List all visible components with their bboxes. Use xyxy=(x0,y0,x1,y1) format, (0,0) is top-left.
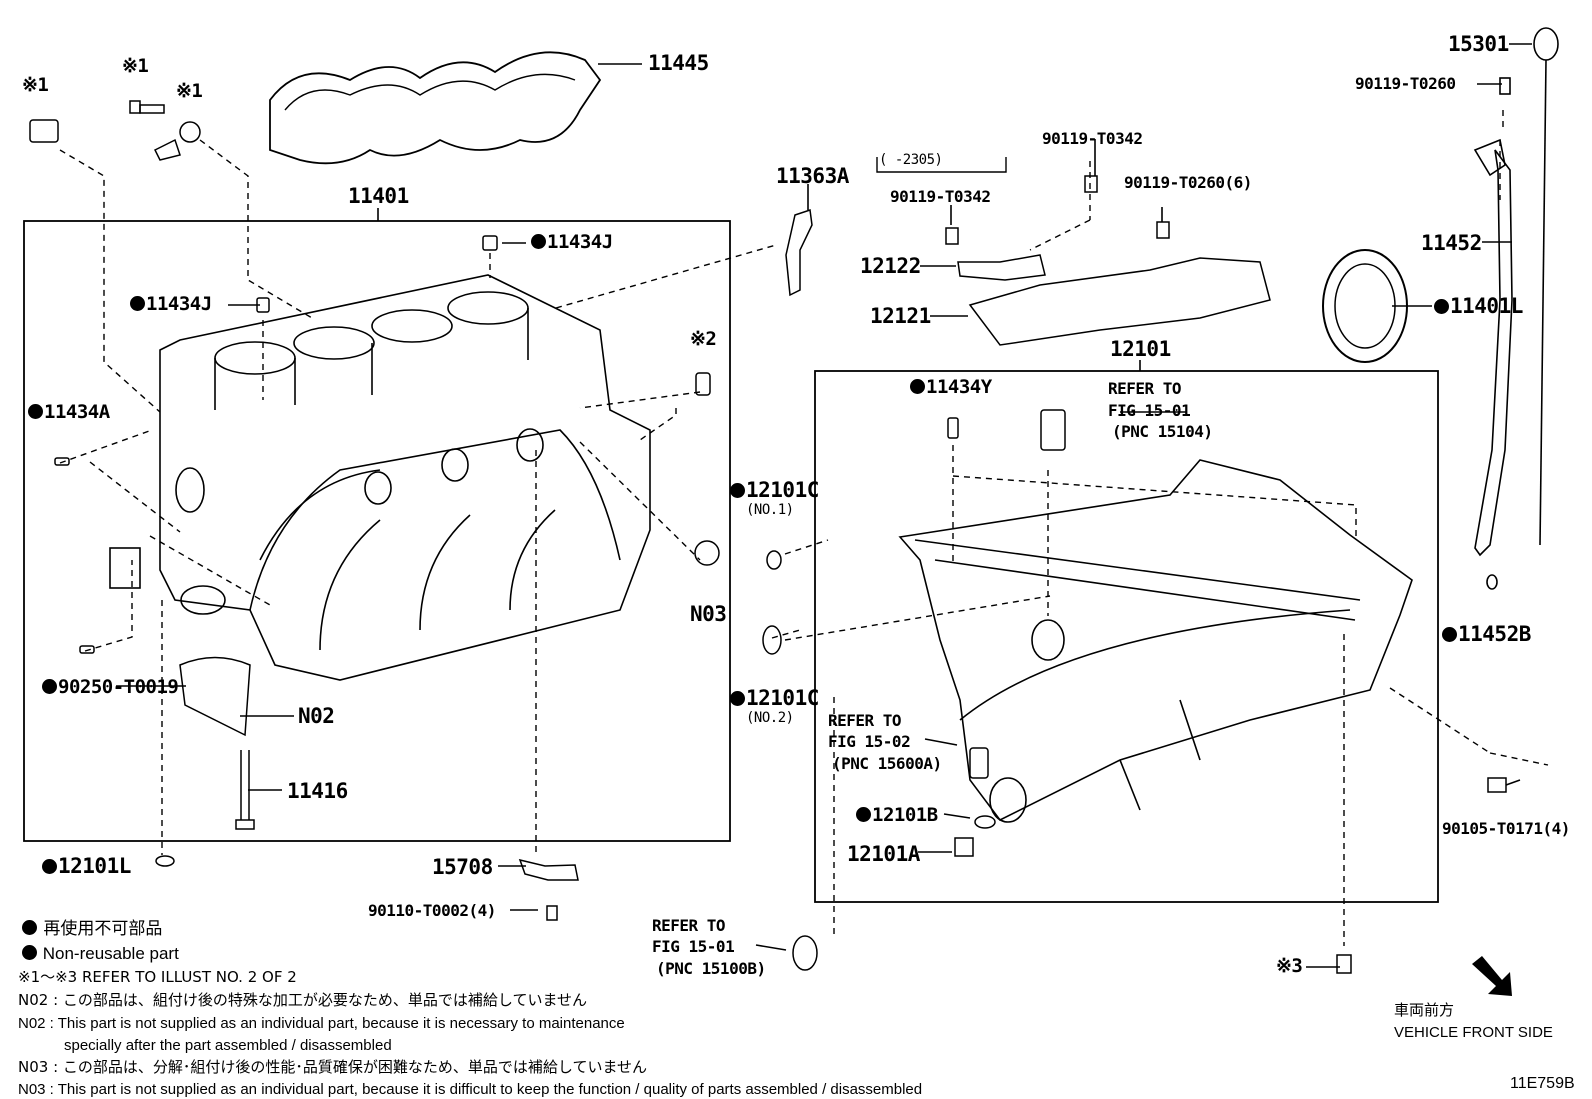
callout-x1-c: ※1 xyxy=(176,80,203,102)
note-n03-jp: N03 : この部品は、分解･組付け後の性能･品質確保が困難なため、単品では補給… xyxy=(18,1058,648,1076)
callout-12101b: 12101B xyxy=(856,806,938,825)
nonreusable-dot-icon xyxy=(130,296,145,311)
nonreusable-dot-icon xyxy=(42,679,57,694)
vehicle-front-arrow-icon xyxy=(1472,956,1512,996)
oil-pan-illustration xyxy=(898,459,1413,823)
ref1-line3: (PNC 15104) xyxy=(1112,422,1213,441)
callout-90105-t0171: 90105-T0171(4) xyxy=(1442,819,1570,838)
callout-x2: ※2 xyxy=(690,328,717,350)
callout-15301: 15301 xyxy=(1448,32,1509,56)
note-n02-en: N02 : This part is not supplied as an in… xyxy=(18,1015,625,1032)
callout-11452b: 11452B xyxy=(1442,624,1531,645)
illustration-code: 11E759B xyxy=(1510,1075,1575,1092)
callout-n03: N03 xyxy=(690,602,727,626)
gasket-11445 xyxy=(269,51,602,165)
nonreusable-dot-icon xyxy=(42,859,57,874)
callout-11401: 11401 xyxy=(348,184,409,208)
nonreusable-dot-icon xyxy=(531,234,546,249)
legend-refer: ※1～※3 REFER TO ILLUST NO. 2 OF 2 xyxy=(18,968,297,986)
callout-no1: (NO.1) xyxy=(746,502,794,518)
oil-jet xyxy=(518,858,579,881)
callout-11434a: 11434A xyxy=(28,403,110,422)
callout-11416: 11416 xyxy=(287,779,348,803)
ref3-line3: (PNC 15100B) xyxy=(656,959,766,978)
callout-12101c-no2: 12101C xyxy=(730,688,819,709)
legend-nonreusable-en: Non-reusable part xyxy=(22,945,179,962)
ref1-line1: REFER TO xyxy=(1108,379,1182,398)
callout-90119-t0342-a: 90119-T0342 xyxy=(890,187,991,206)
ref2-line1: REFER TO xyxy=(828,711,902,730)
nonreusable-dot-icon xyxy=(22,920,37,935)
frame-12101 xyxy=(814,370,1439,903)
callout-12101a: 12101A xyxy=(847,842,920,866)
nonreusable-dot-icon xyxy=(856,807,871,822)
block-small-parts xyxy=(29,100,720,921)
callout-x3: ※3 xyxy=(1276,955,1303,977)
cylinder-block-illustration xyxy=(109,274,651,681)
callout-12122: 12122 xyxy=(860,254,921,278)
note-n02-jp: N02 : この部品は、組付け後の特殊な加工が必要なため、単品では補給していませ… xyxy=(18,991,588,1009)
nonreusable-dot-icon xyxy=(22,945,37,960)
nonreusable-dot-icon xyxy=(910,379,925,394)
oil-pan-parts xyxy=(762,175,1521,974)
legend-nonreusable-jp: 再使用不可部品 xyxy=(22,920,162,938)
nonreusable-dot-icon xyxy=(1442,627,1457,642)
strainer-ref xyxy=(1040,409,1066,451)
callout-12101l: 12101L xyxy=(42,856,131,877)
nonreusable-dot-icon xyxy=(730,691,745,706)
dipstick-ring xyxy=(1533,27,1559,61)
ref2-line3: (PNC 15600A) xyxy=(832,754,942,773)
callout-12101: 12101 xyxy=(1110,337,1171,361)
callout-11401l: 11401L xyxy=(1434,296,1523,317)
ref3-line1: REFER TO xyxy=(652,916,726,935)
baffle-12121 xyxy=(968,257,1271,346)
callout-range: ( -2305) xyxy=(879,152,943,168)
ref1-line2: FIG 15-01 xyxy=(1108,401,1191,420)
callout-90119-t0260-6: 90119-T0260(6) xyxy=(1124,173,1252,192)
nonreusable-dot-icon xyxy=(28,404,43,419)
callout-x1-b: ※1 xyxy=(122,55,149,77)
assembly-dashed-lines xyxy=(59,110,1549,946)
callout-11434j-top: 11434J xyxy=(531,233,613,252)
dipstick-guide xyxy=(1474,149,1513,557)
callout-90250-t0019: 90250-T0019 xyxy=(42,678,179,697)
bracket-11363A xyxy=(785,209,813,297)
callout-11434j-left: 11434J xyxy=(130,295,212,314)
vehicle-front-en: VEHICLE FRONT SIDE xyxy=(1394,1024,1553,1041)
ref2-line2: FIG 15-02 xyxy=(828,732,911,751)
sensor-part xyxy=(29,119,59,143)
callout-12101c-no1: 12101C xyxy=(730,480,819,501)
bearing-cap-N02 xyxy=(179,656,251,737)
callout-90119-t0342-b: 90119-T0342 xyxy=(1042,129,1143,148)
dipstick-illustration xyxy=(1473,27,1559,590)
callout-15708: 15708 xyxy=(432,855,493,879)
frame-11401 xyxy=(23,220,731,842)
callout-11363a: 11363A xyxy=(776,164,849,188)
callout-x1-a: ※1 xyxy=(22,74,49,96)
nonreusable-dot-icon xyxy=(1434,299,1449,314)
leader-lines xyxy=(116,43,1532,968)
callout-90110-t0002: 90110-T0002(4) xyxy=(368,901,496,920)
ref3-line2: FIG 15-01 xyxy=(652,937,735,956)
callout-11452: 11452 xyxy=(1421,231,1482,255)
callout-90119-t0260: 90119-T0260 xyxy=(1355,74,1456,93)
vehicle-front-jp: 車両前方 xyxy=(1394,1001,1455,1019)
callout-11445: 11445 xyxy=(648,51,709,75)
callout-no2: (NO.2) xyxy=(746,710,794,726)
callout-11434y: 11434Y xyxy=(910,378,992,397)
note-n03-en: N03 : This part is not supplied as an in… xyxy=(18,1081,923,1098)
callout-12121: 12121 xyxy=(870,304,931,328)
nonreusable-dot-icon xyxy=(730,483,745,498)
note-n02-en-cont: specially after the part assembled / dis… xyxy=(64,1037,392,1054)
callout-n02: N02 xyxy=(298,704,335,728)
baffle-12122 xyxy=(957,254,1046,281)
